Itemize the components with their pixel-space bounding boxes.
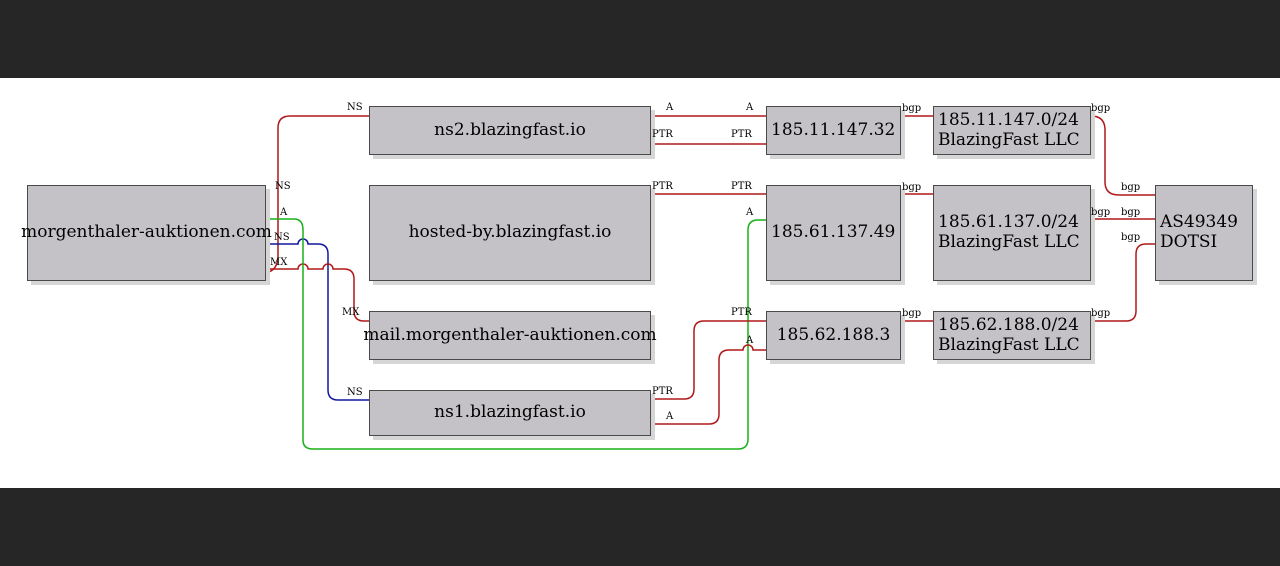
node-domain-label: morgenthaler-auktionen.com bbox=[21, 222, 272, 243]
node-net3[interactable]: 185.62.188.0/24 BlazingFast LLC bbox=[933, 311, 1091, 360]
node-net2[interactable]: 185.61.137.0/24 BlazingFast LLC bbox=[933, 185, 1091, 281]
label-bgp-net3: bgp bbox=[1091, 308, 1111, 319]
label-ns-domain: NS bbox=[274, 232, 290, 243]
node-as[interactable]: AS49349 DOTSI bbox=[1155, 185, 1253, 281]
edge-domain-mail bbox=[266, 263, 369, 322]
edge-net1-as bbox=[1090, 115, 1155, 196]
edge-domain-ns1 bbox=[266, 238, 369, 401]
label-ptr-hosted-out: PTR bbox=[652, 181, 673, 192]
label-ns-domain-top: NS bbox=[275, 181, 291, 192]
label-a-ns1-out: A bbox=[666, 411, 674, 422]
node-ip3[interactable]: 185.62.188.3 bbox=[766, 311, 901, 360]
node-net2-prefix: 185.61.137.0/24 bbox=[938, 212, 1079, 233]
label-bgp-net2: bgp bbox=[1091, 207, 1111, 218]
label-bgp-net1: bgp bbox=[1091, 103, 1111, 114]
node-ns2-label: ns2.blazingfast.io bbox=[434, 119, 586, 140]
label-a-ip2-in: A bbox=[746, 207, 754, 218]
label-ptr-ns2-out: PTR bbox=[652, 129, 673, 140]
graph-canvas: morgenthaler-auktionen.com ns2.blazingfa… bbox=[0, 78, 1280, 488]
edge-domain-ns2 bbox=[265, 115, 369, 274]
node-ip3-label: 185.62.188.3 bbox=[776, 324, 891, 345]
node-domain[interactable]: morgenthaler-auktionen.com bbox=[21, 185, 272, 281]
node-hosted-by[interactable]: hosted-by.blazingfast.io bbox=[369, 185, 651, 281]
label-mx-mail: MX bbox=[342, 307, 360, 318]
node-net1-owner: BlazingFast LLC bbox=[938, 129, 1080, 150]
label-bgp-ip2: bgp bbox=[902, 182, 922, 193]
node-ip1-label: 185.11.147.32 bbox=[771, 119, 896, 140]
node-ns1[interactable]: ns1.blazingfast.io bbox=[369, 390, 651, 436]
label-a-domain: A bbox=[280, 207, 288, 218]
label-a-ns2-out: A bbox=[666, 102, 674, 113]
node-ns1-label: ns1.blazingfast.io bbox=[434, 402, 586, 423]
label-ptr-ip1-in: PTR bbox=[731, 129, 752, 140]
label-a-ip3-in: A bbox=[746, 335, 754, 346]
label-ptr-ns1-out: PTR bbox=[652, 386, 673, 397]
node-as-name: DOTSI bbox=[1160, 232, 1218, 252]
edge-layer bbox=[265, 115, 1155, 450]
label-a-ip1-in: A bbox=[746, 102, 754, 113]
label-ptr-ip3-in: PTR bbox=[731, 307, 752, 318]
label-bgp-ip3: bgp bbox=[902, 308, 922, 319]
node-ip2[interactable]: 185.61.137.49 bbox=[766, 185, 901, 281]
label-ns-ns1: NS bbox=[347, 387, 363, 398]
edge-ns1-ip3-ptr bbox=[651, 320, 766, 400]
node-net3-prefix: 185.62.188.0/24 bbox=[938, 314, 1079, 335]
label-bgp-as-top: bgp bbox=[1121, 182, 1141, 193]
node-net1-prefix: 185.11.147.0/24 bbox=[938, 109, 1079, 130]
node-hosted-by-label: hosted-by.blazingfast.io bbox=[408, 222, 612, 243]
node-net1[interactable]: 185.11.147.0/24 BlazingFast LLC bbox=[933, 106, 1091, 155]
label-mx-domain: MX bbox=[270, 257, 288, 268]
node-as-number: AS49349 bbox=[1160, 212, 1239, 233]
label-ns-ns2: NS bbox=[347, 102, 363, 113]
label-bgp-as-mid: bgp bbox=[1121, 207, 1141, 218]
label-bgp-ip1: bgp bbox=[902, 103, 922, 114]
node-mail[interactable]: mail.morgenthaler-auktionen.com bbox=[363, 311, 657, 360]
node-ip1[interactable]: 185.11.147.32 bbox=[766, 106, 901, 155]
label-ptr-ip2-in: PTR bbox=[731, 181, 752, 192]
edge-ns1-ip3-a bbox=[651, 344, 766, 425]
edge-net3-as bbox=[1091, 243, 1155, 322]
node-ip2-label: 185.61.137.49 bbox=[771, 222, 896, 243]
node-net2-owner: BlazingFast LLC bbox=[938, 232, 1080, 252]
node-ns2[interactable]: ns2.blazingfast.io bbox=[369, 106, 651, 155]
node-net3-owner: BlazingFast LLC bbox=[938, 334, 1080, 355]
label-bgp-as-bottom: bgp bbox=[1121, 232, 1141, 243]
edge-domain-ip2 bbox=[266, 218, 766, 450]
node-mail-label: mail.morgenthaler-auktionen.com bbox=[363, 324, 657, 345]
